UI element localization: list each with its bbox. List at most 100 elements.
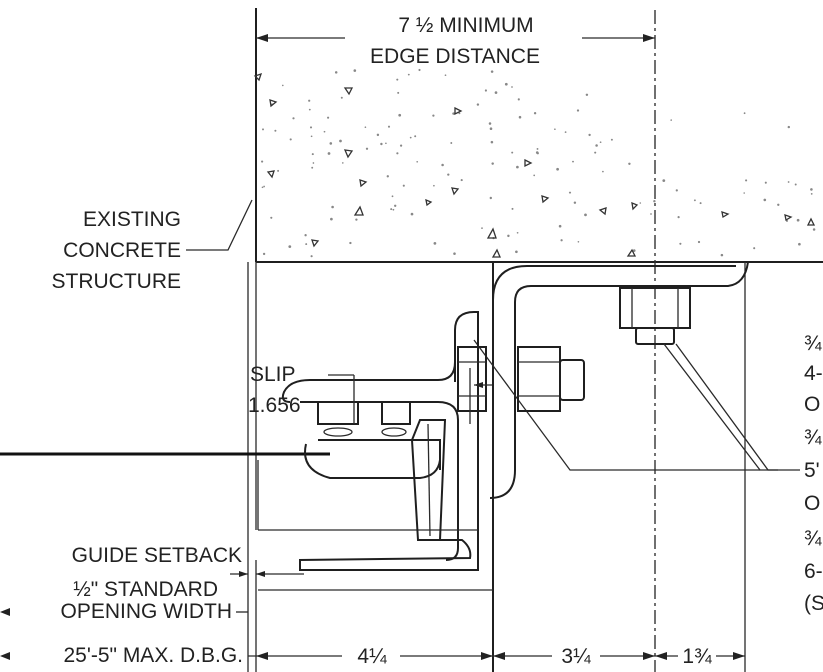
edge-distance-label-2: EDGE DISTANCE — [370, 45, 540, 68]
concrete-speck — [558, 224, 562, 228]
concrete-speck — [262, 128, 264, 131]
edge-distance-label-1: 7 ½ MINIMUM — [398, 14, 533, 37]
concrete-speck — [743, 112, 746, 115]
concrete-speck — [697, 240, 701, 244]
concrete-speck — [341, 162, 344, 164]
concrete-speck — [763, 198, 767, 202]
concrete-speck — [662, 179, 666, 182]
concrete-speck — [810, 193, 813, 195]
opening-width-label: OPENING WIDTH — [61, 600, 233, 623]
concrete-speck — [334, 71, 338, 74]
concrete-speck — [489, 196, 492, 200]
callout-line-5: 5' — [804, 459, 820, 482]
concrete-speck — [576, 109, 580, 112]
callout-line-4: ¾ — [804, 426, 822, 449]
existing-label-1: EXISTING — [83, 208, 181, 231]
concrete-speck — [331, 205, 334, 209]
concrete-speck — [518, 115, 522, 119]
concrete-stipple — [261, 68, 816, 258]
concrete-speck — [452, 112, 455, 115]
concrete-speck — [484, 89, 487, 92]
concrete-speck — [812, 228, 816, 231]
concrete-speck — [599, 141, 602, 144]
concrete-speck — [481, 227, 483, 229]
concrete-speck — [308, 108, 311, 111]
concrete-speck — [777, 203, 780, 206]
concrete-speck — [585, 93, 589, 97]
guide-setback-label: GUIDE SETBACK — [72, 544, 242, 567]
concrete-speck — [418, 68, 421, 72]
concrete-speck — [743, 192, 745, 194]
callout-line-6: O — [804, 492, 820, 515]
concrete-speck — [263, 185, 265, 188]
concrete-speck — [577, 240, 580, 243]
anchor-bolt — [473, 287, 778, 471]
concrete-speck — [396, 78, 399, 81]
concrete-speck — [610, 138, 613, 141]
concrete-speck — [594, 151, 597, 154]
concrete-speck — [304, 234, 307, 237]
concrete-speck — [311, 153, 314, 156]
concrete-speck — [675, 189, 678, 192]
concrete-speck — [329, 142, 333, 145]
concrete-speck — [639, 202, 642, 204]
concrete-speck — [650, 213, 652, 215]
edge-distance-dimension: 7 ½ MINIMUM EDGE DISTANCE — [256, 14, 655, 68]
concrete-speck — [511, 86, 513, 88]
concrete-speck — [787, 125, 790, 129]
concrete-speck — [753, 247, 756, 250]
concrete-speck — [288, 245, 292, 248]
concrete-speck — [327, 116, 330, 119]
concrete-speck — [488, 122, 492, 125]
concrete-speck — [490, 140, 494, 144]
fixed-angle-bracket — [258, 261, 749, 598]
concrete-speck — [340, 96, 343, 99]
concrete-speck — [262, 252, 266, 256]
concrete-speck — [453, 252, 456, 255]
concrete-speck — [399, 144, 403, 147]
concrete-speck — [311, 166, 314, 169]
reference-lines — [247, 10, 746, 672]
concrete-speck — [355, 218, 358, 221]
concrete-speck — [261, 186, 264, 189]
concrete-speck — [670, 119, 672, 121]
concrete-speck — [588, 133, 591, 137]
concrete-speck — [507, 234, 510, 238]
concrete-speck — [764, 181, 767, 184]
concrete-speck — [292, 117, 295, 120]
concrete-speck — [380, 142, 383, 146]
concrete-speck — [584, 213, 587, 217]
concrete-speck — [339, 139, 342, 143]
dim-4-1-4: 4¼ — [357, 645, 387, 668]
concrete-speck — [402, 184, 405, 187]
concrete-speck — [564, 131, 567, 133]
concrete-speck — [444, 74, 447, 77]
concrete-speck — [396, 152, 399, 155]
callout-line-1: ¾ — [804, 332, 822, 355]
concrete-speck — [699, 202, 702, 205]
concrete-speck — [330, 217, 333, 221]
concrete-speck — [489, 127, 493, 130]
concrete-speck — [556, 167, 559, 171]
concrete-speck — [554, 128, 556, 131]
concrete-speck — [632, 249, 636, 252]
concrete-speck — [432, 114, 435, 117]
concrete-speck — [414, 135, 417, 138]
concrete-speck — [460, 179, 463, 182]
concrete-speck — [810, 188, 813, 191]
concrete-speck — [349, 241, 352, 245]
concrete-speck — [270, 216, 273, 219]
concrete-speck — [392, 208, 395, 211]
concrete-speck — [385, 142, 387, 145]
concrete-speck — [794, 183, 797, 186]
concrete-speck — [274, 129, 277, 132]
concrete-speck — [796, 218, 800, 222]
concrete-speck — [602, 170, 604, 173]
left-dimension-labels: GUIDE SETBACK ½" STANDARD OPENING WIDTH … — [0, 544, 304, 667]
concrete-speck — [409, 136, 412, 139]
concrete-speck — [798, 242, 801, 246]
concrete-speck — [745, 179, 748, 182]
concrete-speck — [305, 243, 308, 246]
callout-line-8: 6- — [804, 560, 823, 583]
